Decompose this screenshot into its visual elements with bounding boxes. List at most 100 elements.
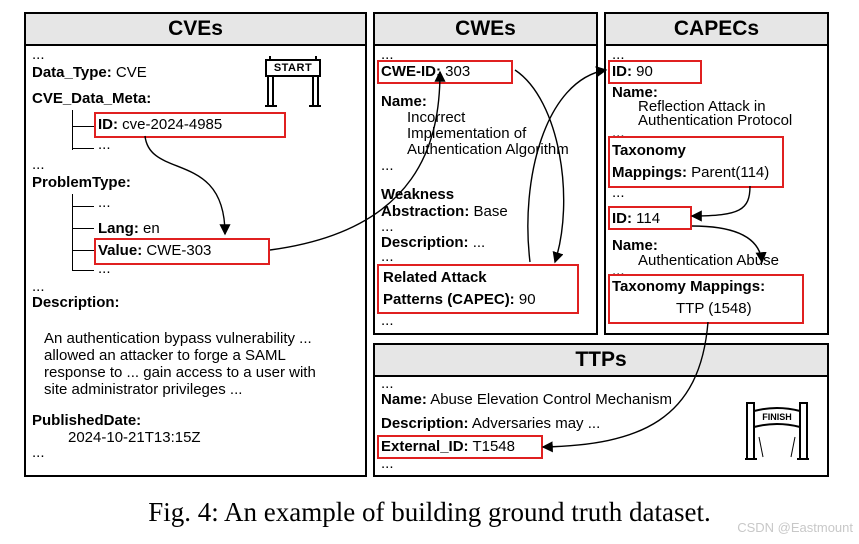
capec-id1-row: ID: 90: [612, 63, 653, 80]
ellipsis: ...: [32, 278, 45, 295]
abstraction-value: Base: [473, 203, 508, 220]
problem-type-key: ProblemType:: [32, 174, 131, 191]
related-capec-row: Patterns (CAPEC): 90: [383, 291, 536, 308]
lang-value: en: [143, 220, 160, 237]
mappings1-value: Parent(114): [691, 164, 770, 181]
cve-value-key: Value:: [98, 242, 143, 259]
external-id-key: External_ID:: [381, 438, 469, 455]
description-line: An authentication bypass vulnerability .…: [44, 330, 312, 347]
mappings1-key: Mappings:: [612, 164, 687, 181]
capec-id2-key: ID:: [612, 210, 632, 227]
finish-label: FINISH: [762, 412, 792, 422]
ttp-description-value: Adversaries may ...: [471, 415, 601, 432]
ellipsis: ...: [381, 218, 394, 235]
problem-tree-branch: [72, 250, 94, 251]
description-line: response to ... gain access to a user wi…: [44, 364, 316, 381]
problem-tree-branch: [72, 206, 94, 207]
taxonomy1-key: Taxonomy: [612, 142, 686, 159]
lang-key: Lang:: [98, 220, 139, 237]
description-line: site administrator privileges ...: [44, 381, 243, 398]
ellipsis: ...: [32, 46, 45, 63]
cwe-description-row: Description: ...: [381, 234, 485, 251]
cwe-description-key: Description:: [381, 234, 469, 251]
cwe-id-row: CWE-ID: 303: [381, 63, 470, 80]
capec-name1-line: Authentication Protocol: [638, 112, 793, 129]
ellipsis: ...: [98, 194, 111, 211]
ellipsis: ...: [381, 248, 394, 265]
external-id-row: External_ID: T1548: [381, 438, 515, 455]
problem-tree-line: [72, 194, 73, 270]
ellipsis: ...: [381, 157, 394, 174]
cwe-name-line: Implementation of: [407, 125, 527, 142]
finish-sign-graphic: [745, 402, 809, 460]
ellipsis: ...: [612, 46, 625, 63]
ellipsis: ...: [32, 444, 45, 461]
ttp-description-key: Description:: [381, 415, 469, 432]
cwe-name-line: Authentication Algorithm: [407, 141, 569, 158]
patterns-capec-value: 90: [518, 291, 536, 308]
capec-id1-highlight: [608, 60, 702, 84]
ttps-panel: TTPs ... Name: Abuse Elevation Control M…: [373, 343, 829, 477]
cve-data-meta-key: CVE_Data_Meta:: [32, 90, 152, 107]
patterns-capec-key: Patterns (CAPEC):: [383, 291, 515, 308]
capecs-panel: CAPECs ... ID: 90 Name: Reflection Attac…: [604, 12, 829, 335]
cwe-name-key: Name:: [381, 93, 427, 110]
ellipsis: ...: [32, 156, 45, 173]
cves-header: CVEs: [26, 14, 365, 46]
published-date-value: 2024-10-21T13:15Z: [68, 429, 201, 446]
lang-row: Lang: en: [98, 220, 160, 237]
capec-name1-line: Reflection Attack in: [638, 98, 766, 115]
capec-name2-key: Name:: [612, 237, 658, 254]
ellipsis: ...: [612, 184, 625, 201]
cve-id-value: cve-2024-4985: [122, 116, 223, 133]
capec-id1-key: ID:: [612, 63, 632, 80]
cve-value-value: CWE-303: [146, 242, 212, 259]
ttp-name-key: Name:: [381, 391, 427, 408]
ellipsis: ...: [98, 260, 111, 277]
problem-tree-branch: [72, 270, 94, 271]
related-capec-highlight: [377, 264, 579, 314]
ttp-name-value: Abuse Elevation Control Mechanism: [430, 391, 672, 408]
cwes-panel: CWEs ... CWE-ID: 303 Name: Incorrect Imp…: [373, 12, 598, 335]
capec-id1-value: 90: [636, 63, 653, 80]
weakness-key: Weakness: [381, 186, 455, 203]
cve-id-row: ID: cve-2024-4985: [98, 116, 222, 133]
capecs-header: CAPECs: [606, 14, 827, 46]
cwe-id-key: CWE-ID:: [381, 63, 441, 80]
ellipsis: ...: [381, 375, 394, 392]
capec-id2-row: ID: 114: [612, 210, 660, 227]
ttp-description-row: Description: Adversaries may ...: [381, 415, 600, 432]
taxonomy2-key: Taxonomy Mappings:: [612, 278, 766, 295]
cve-id-key: ID:: [98, 116, 118, 133]
start-label: START: [273, 62, 313, 74]
related-attack-key: Related Attack: [383, 269, 487, 286]
watermark: CSDN @Eastmount: [737, 520, 853, 535]
taxonomy1-row: Mappings: Parent(114): [612, 164, 769, 181]
cwe-name-line: Incorrect: [407, 109, 466, 126]
meta-tree-line: [72, 110, 73, 150]
cves-panel: CVEs ... Data_Type: CVE CVE_Data_Meta: I…: [24, 12, 367, 477]
ellipsis: ...: [381, 312, 394, 329]
ellipsis: ...: [381, 46, 394, 63]
capec-name2-value: Authentication Abuse: [638, 252, 779, 269]
figure-caption: Fig. 4: An example of building ground tr…: [148, 497, 711, 527]
meta-tree-branch: [72, 126, 94, 127]
abstraction-key: Abstraction:: [381, 203, 470, 220]
weakness-row: Abstraction: Base: [381, 203, 508, 220]
capec-id2-value: 114: [636, 210, 661, 227]
ellipsis: ...: [98, 136, 111, 153]
problem-tree-branch: [72, 228, 94, 229]
external-id-value: T1548: [472, 438, 515, 455]
cve-value-highlight: [94, 238, 270, 265]
start-sign-icon: START: [264, 56, 322, 108]
cwes-header: CWEs: [375, 14, 596, 46]
cwe-id-value: 303: [445, 63, 471, 80]
finish-sign-icon: FINISH: [745, 397, 811, 463]
description-key: Description:: [32, 294, 120, 311]
ellipsis: ...: [381, 455, 394, 472]
meta-tree-branch: [72, 148, 94, 149]
ttp-name-row: Name: Abuse Elevation Control Mechanism: [381, 391, 672, 408]
data-type-key: Data_Type:: [32, 64, 112, 81]
data-type-value: CVE: [115, 64, 147, 81]
published-date-key: PublishedDate:: [32, 412, 142, 429]
